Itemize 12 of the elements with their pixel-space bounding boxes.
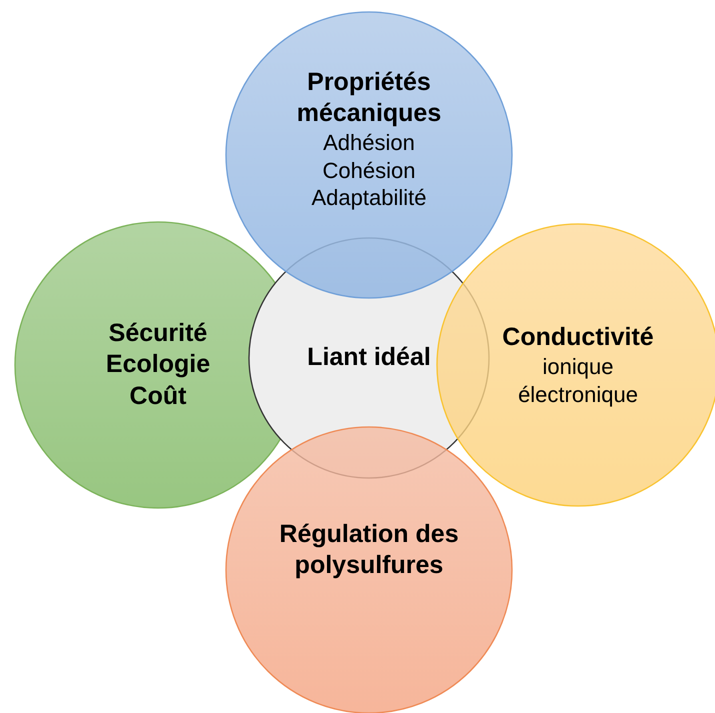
item-text: Cohésion xyxy=(322,156,416,184)
heading-text: Propriétés mécaniques xyxy=(296,66,442,129)
heading-text: Ecologie xyxy=(106,349,210,380)
heading-text: Coût xyxy=(130,380,186,412)
item-text: électronique xyxy=(518,380,638,408)
item-text: ionique xyxy=(542,353,614,381)
heading-text: Conductivité xyxy=(502,322,654,353)
heading-text: Régulation des polysulfures xyxy=(278,518,460,581)
heading-text: Liant idéal xyxy=(307,342,431,374)
heading-text: Sécurité xyxy=(108,318,208,350)
item-text: Adhésion xyxy=(323,129,415,156)
item-text: Adaptabilité xyxy=(312,184,426,212)
